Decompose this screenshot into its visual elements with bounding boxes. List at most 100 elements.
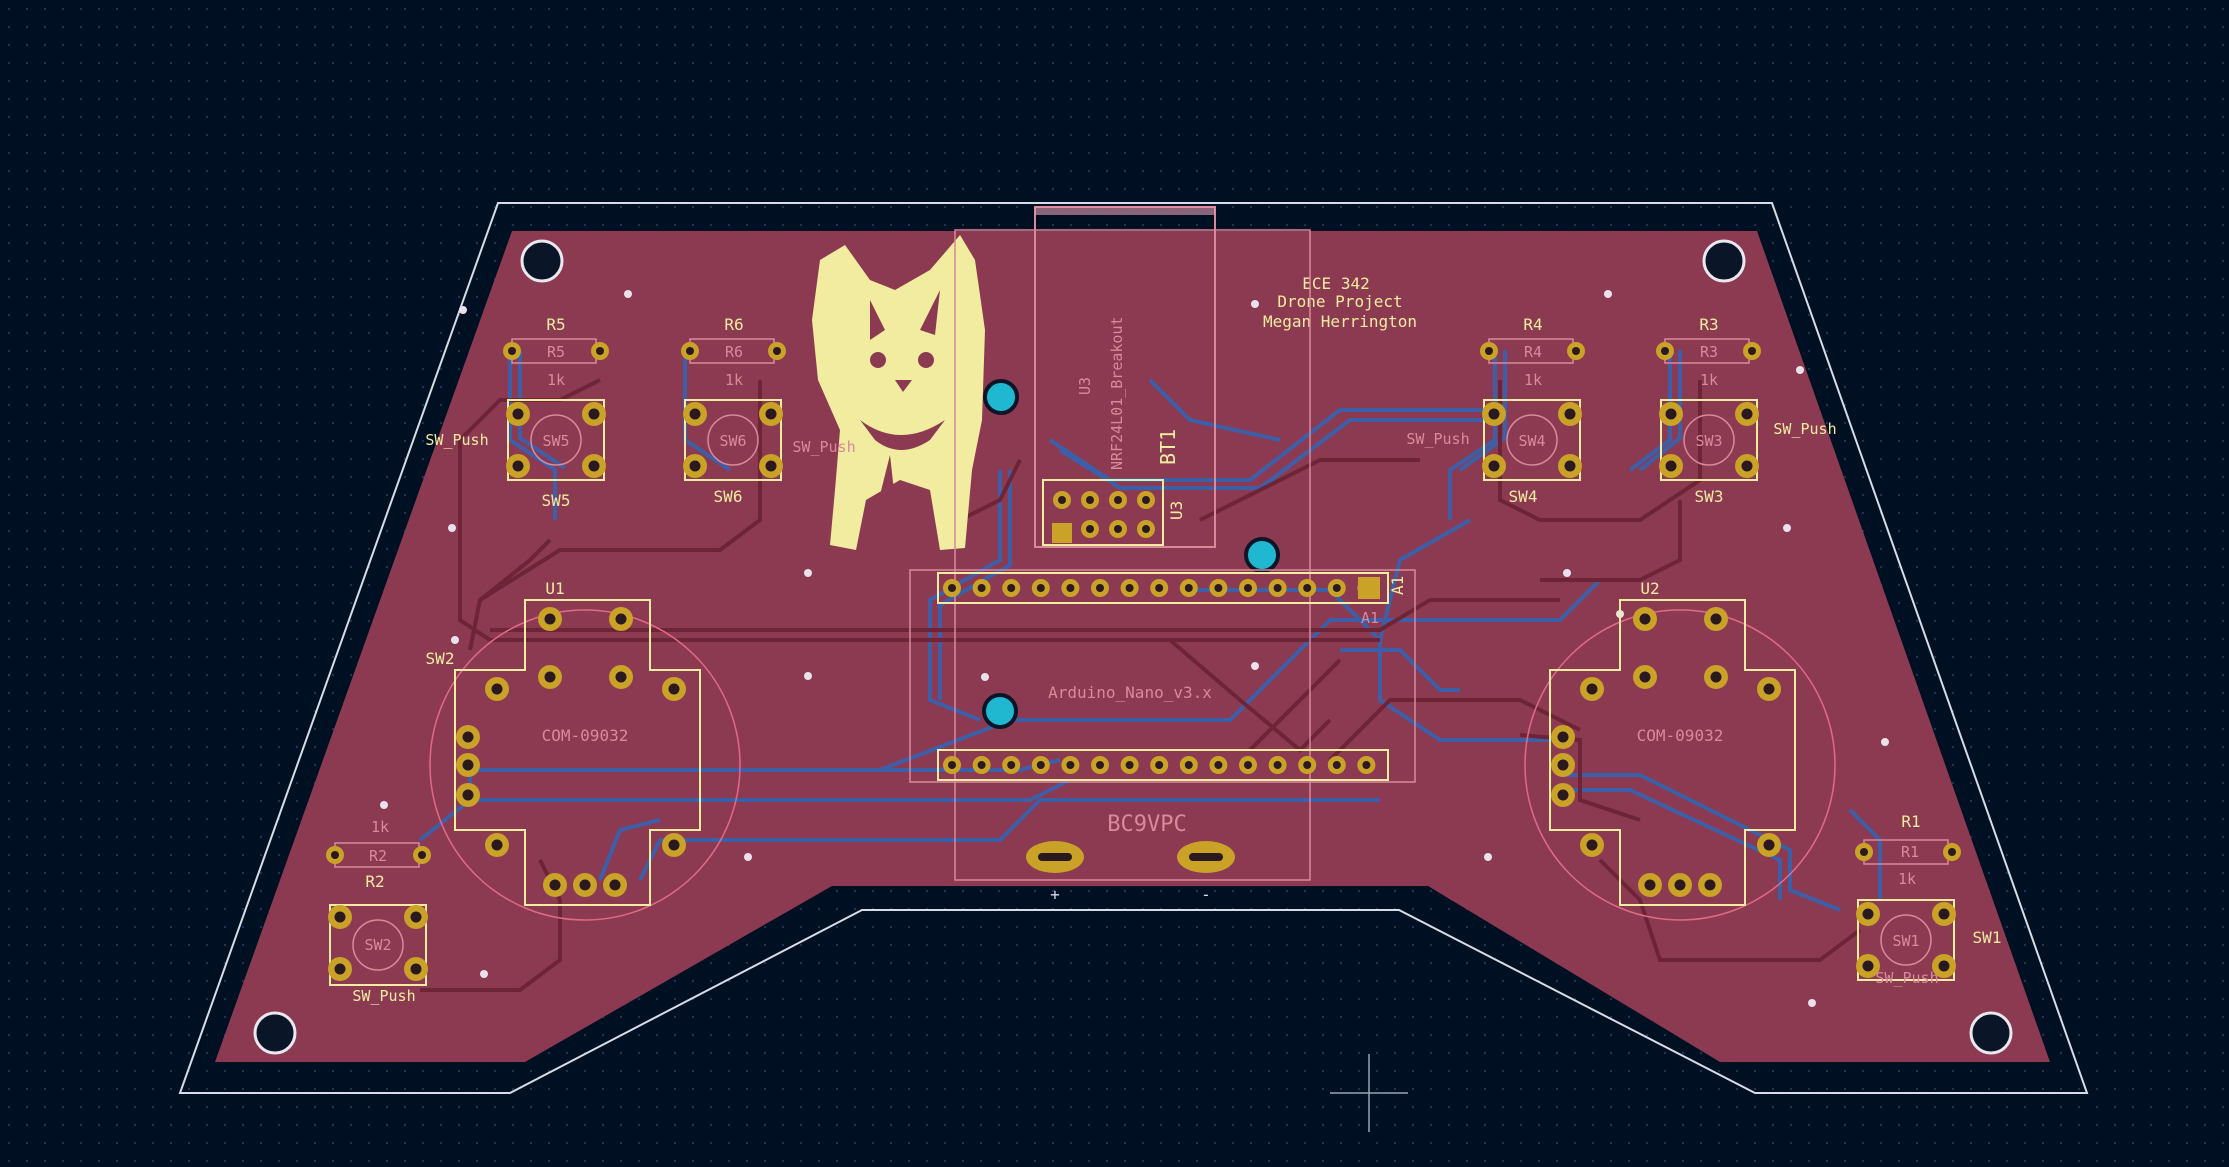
r5-value: 1k [547, 371, 565, 389]
resistor-r3[interactable]: R3 R3 1k [1656, 315, 1761, 389]
arduino-pin-pad [1179, 756, 1198, 774]
arduino-pin-pad [1002, 756, 1021, 774]
sw3-fab-ref: SW3 [1695, 432, 1722, 450]
back-traces [418, 350, 1882, 912]
arduino-pin-pad [972, 756, 991, 774]
sw1-fab-ref: SW1 [1892, 932, 1919, 950]
resistor-r6[interactable]: R6 R6 1k [681, 315, 786, 389]
sw6-value: SW_Push [792, 438, 855, 456]
arduino-fab-ref: A1 [1361, 609, 1379, 627]
title-line-3: Megan Herrington [1263, 312, 1417, 331]
arduino-pin-pad [1091, 579, 1109, 597]
title-line-1: ECE 342 [1302, 274, 1369, 293]
sw3-value: SW_Push [1773, 420, 1836, 438]
switch-sw3[interactable]: SW3 SW3 SW_Push [1659, 399, 1837, 506]
arduino-pin-pad [1002, 579, 1021, 597]
battery-ref-label: BT1 [1156, 429, 1180, 465]
sw4-fab-ref: SW4 [1518, 432, 1545, 450]
nrf-fab-ref: U3 [1076, 377, 1094, 395]
u2-ref-label: U2 [1640, 579, 1659, 598]
resistor-r4[interactable]: R4 R4 1k [1480, 315, 1585, 389]
r1-fab-ref: R1 [1901, 843, 1919, 861]
arduino-pin-pad [1298, 756, 1317, 774]
r6-ref-label: R6 [724, 315, 743, 334]
r6-fab-ref: R6 [725, 343, 743, 361]
u1-ref-label: U1 [545, 579, 564, 598]
nrf24-module[interactable]: U3 NRF24L01_Breakout BT1 U3 [1034, 206, 1216, 548]
sw5-value: SW_Push [425, 431, 488, 449]
grid-origin-marker [1330, 1054, 1408, 1132]
r3-ref-label: R3 [1699, 315, 1718, 334]
switch-sw4[interactable]: SW4 SW4 SW_Push [1406, 399, 1582, 506]
arduino-pin-pad [1209, 579, 1228, 597]
sw2-fab-ref: SW2 [364, 936, 391, 954]
switch-sw2[interactable]: SW2 SW_Push [328, 904, 428, 1005]
arduino-pin-pad [1327, 756, 1346, 774]
r1-value: 1k [1898, 870, 1916, 888]
sw6-ref-label: SW6 [714, 487, 743, 506]
copper-pour [215, 231, 2050, 1062]
r2-ref-label: R2 [365, 872, 384, 891]
switch-sw1[interactable]: SW1 SW1 SW_Push [1856, 899, 2002, 987]
sw1-value: SW_Push [1875, 969, 1938, 987]
arduino-pin-pad [1031, 579, 1050, 597]
nrf-value: NRF24L01_Breakout [1108, 316, 1126, 470]
board-edge-outline [178, 202, 2089, 1094]
arduino-pin-pad [1061, 756, 1080, 774]
arduino-pin-pad [1268, 579, 1287, 597]
joystick-u2[interactable]: COM-09032 U2 [1524, 579, 1836, 921]
battery-plus-label: + [1050, 885, 1060, 904]
arduino-pin-pad [972, 579, 991, 597]
battery-value: BC9VPC [1107, 812, 1186, 837]
arduino-pin-pad [943, 579, 961, 597]
arduino-pin-pad [1061, 579, 1080, 597]
arduino-pin-pad [1091, 756, 1109, 774]
vias [982, 379, 1280, 729]
r2-value: 1k [371, 818, 389, 836]
joystick-u1[interactable]: COM-09032 U1 SW2 [426, 579, 741, 921]
arduino-pin-pad [1239, 579, 1257, 597]
arduino-value: Arduino_Nano_v3.x [1048, 683, 1212, 702]
resistor-r2[interactable]: 1k R2 R2 [326, 818, 431, 891]
arduino-pin-pad [1209, 756, 1228, 774]
arduino-pin-pad [943, 756, 961, 774]
resistor-r1[interactable]: R1 R1 1k [1855, 812, 1961, 888]
switch-sw5[interactable]: SW5 SW5 SW_Push [425, 399, 606, 510]
mounting-holes [253, 239, 2013, 1055]
u2-value: COM-09032 [1637, 726, 1724, 745]
switch-sw6[interactable]: SW6 SW6 SW_Push [683, 399, 856, 506]
arduino-pin1-pad [1358, 577, 1380, 599]
sw1-ref-label: SW1 [1973, 928, 2002, 947]
sw4-ref-label: SW4 [1509, 487, 1538, 506]
arduino-pin-pad [1179, 579, 1198, 597]
r5-fab-ref: R5 [547, 343, 565, 361]
arduino-pin-pad [1031, 756, 1050, 774]
r6-value: 1k [725, 371, 743, 389]
sw5-ref-label: SW5 [542, 491, 571, 510]
arduino-pin-pad [1298, 579, 1317, 597]
sw2-value: SW_Push [352, 987, 415, 1005]
sw2-side-label: SW2 [426, 649, 455, 668]
title-line-2: Drone Project [1277, 292, 1402, 311]
r5-ref-label: R5 [546, 315, 565, 334]
corgi-logo [812, 235, 985, 550]
r2-fab-ref: R2 [369, 847, 387, 865]
arduino-ref-label: A1 [1388, 576, 1407, 595]
arduino-pin-pad [1120, 756, 1139, 774]
battery-minus-label: - [1201, 885, 1211, 904]
r3-value: 1k [1700, 371, 1718, 389]
arduino-nano[interactable]: Arduino_Nano_v3.x A1 A1 [909, 569, 1416, 783]
sw4-value: SW_Push [1406, 430, 1469, 448]
arduino-pin-pad [1150, 756, 1169, 774]
arduino-pin-pad [1327, 579, 1346, 597]
battery-holder[interactable]: BC9VPC + - [954, 229, 1311, 904]
arduino-pin-pad [1120, 579, 1139, 597]
nrf-ref-label: U3 [1167, 501, 1186, 520]
u1-value: COM-09032 [542, 726, 629, 745]
r4-ref-label: R4 [1523, 315, 1542, 334]
stitching-vias [380, 290, 1889, 1007]
resistor-r5[interactable]: R5 R5 1k [503, 315, 609, 389]
r3-fab-ref: R3 [1700, 343, 1718, 361]
sw5-fab-ref: SW5 [542, 432, 569, 450]
